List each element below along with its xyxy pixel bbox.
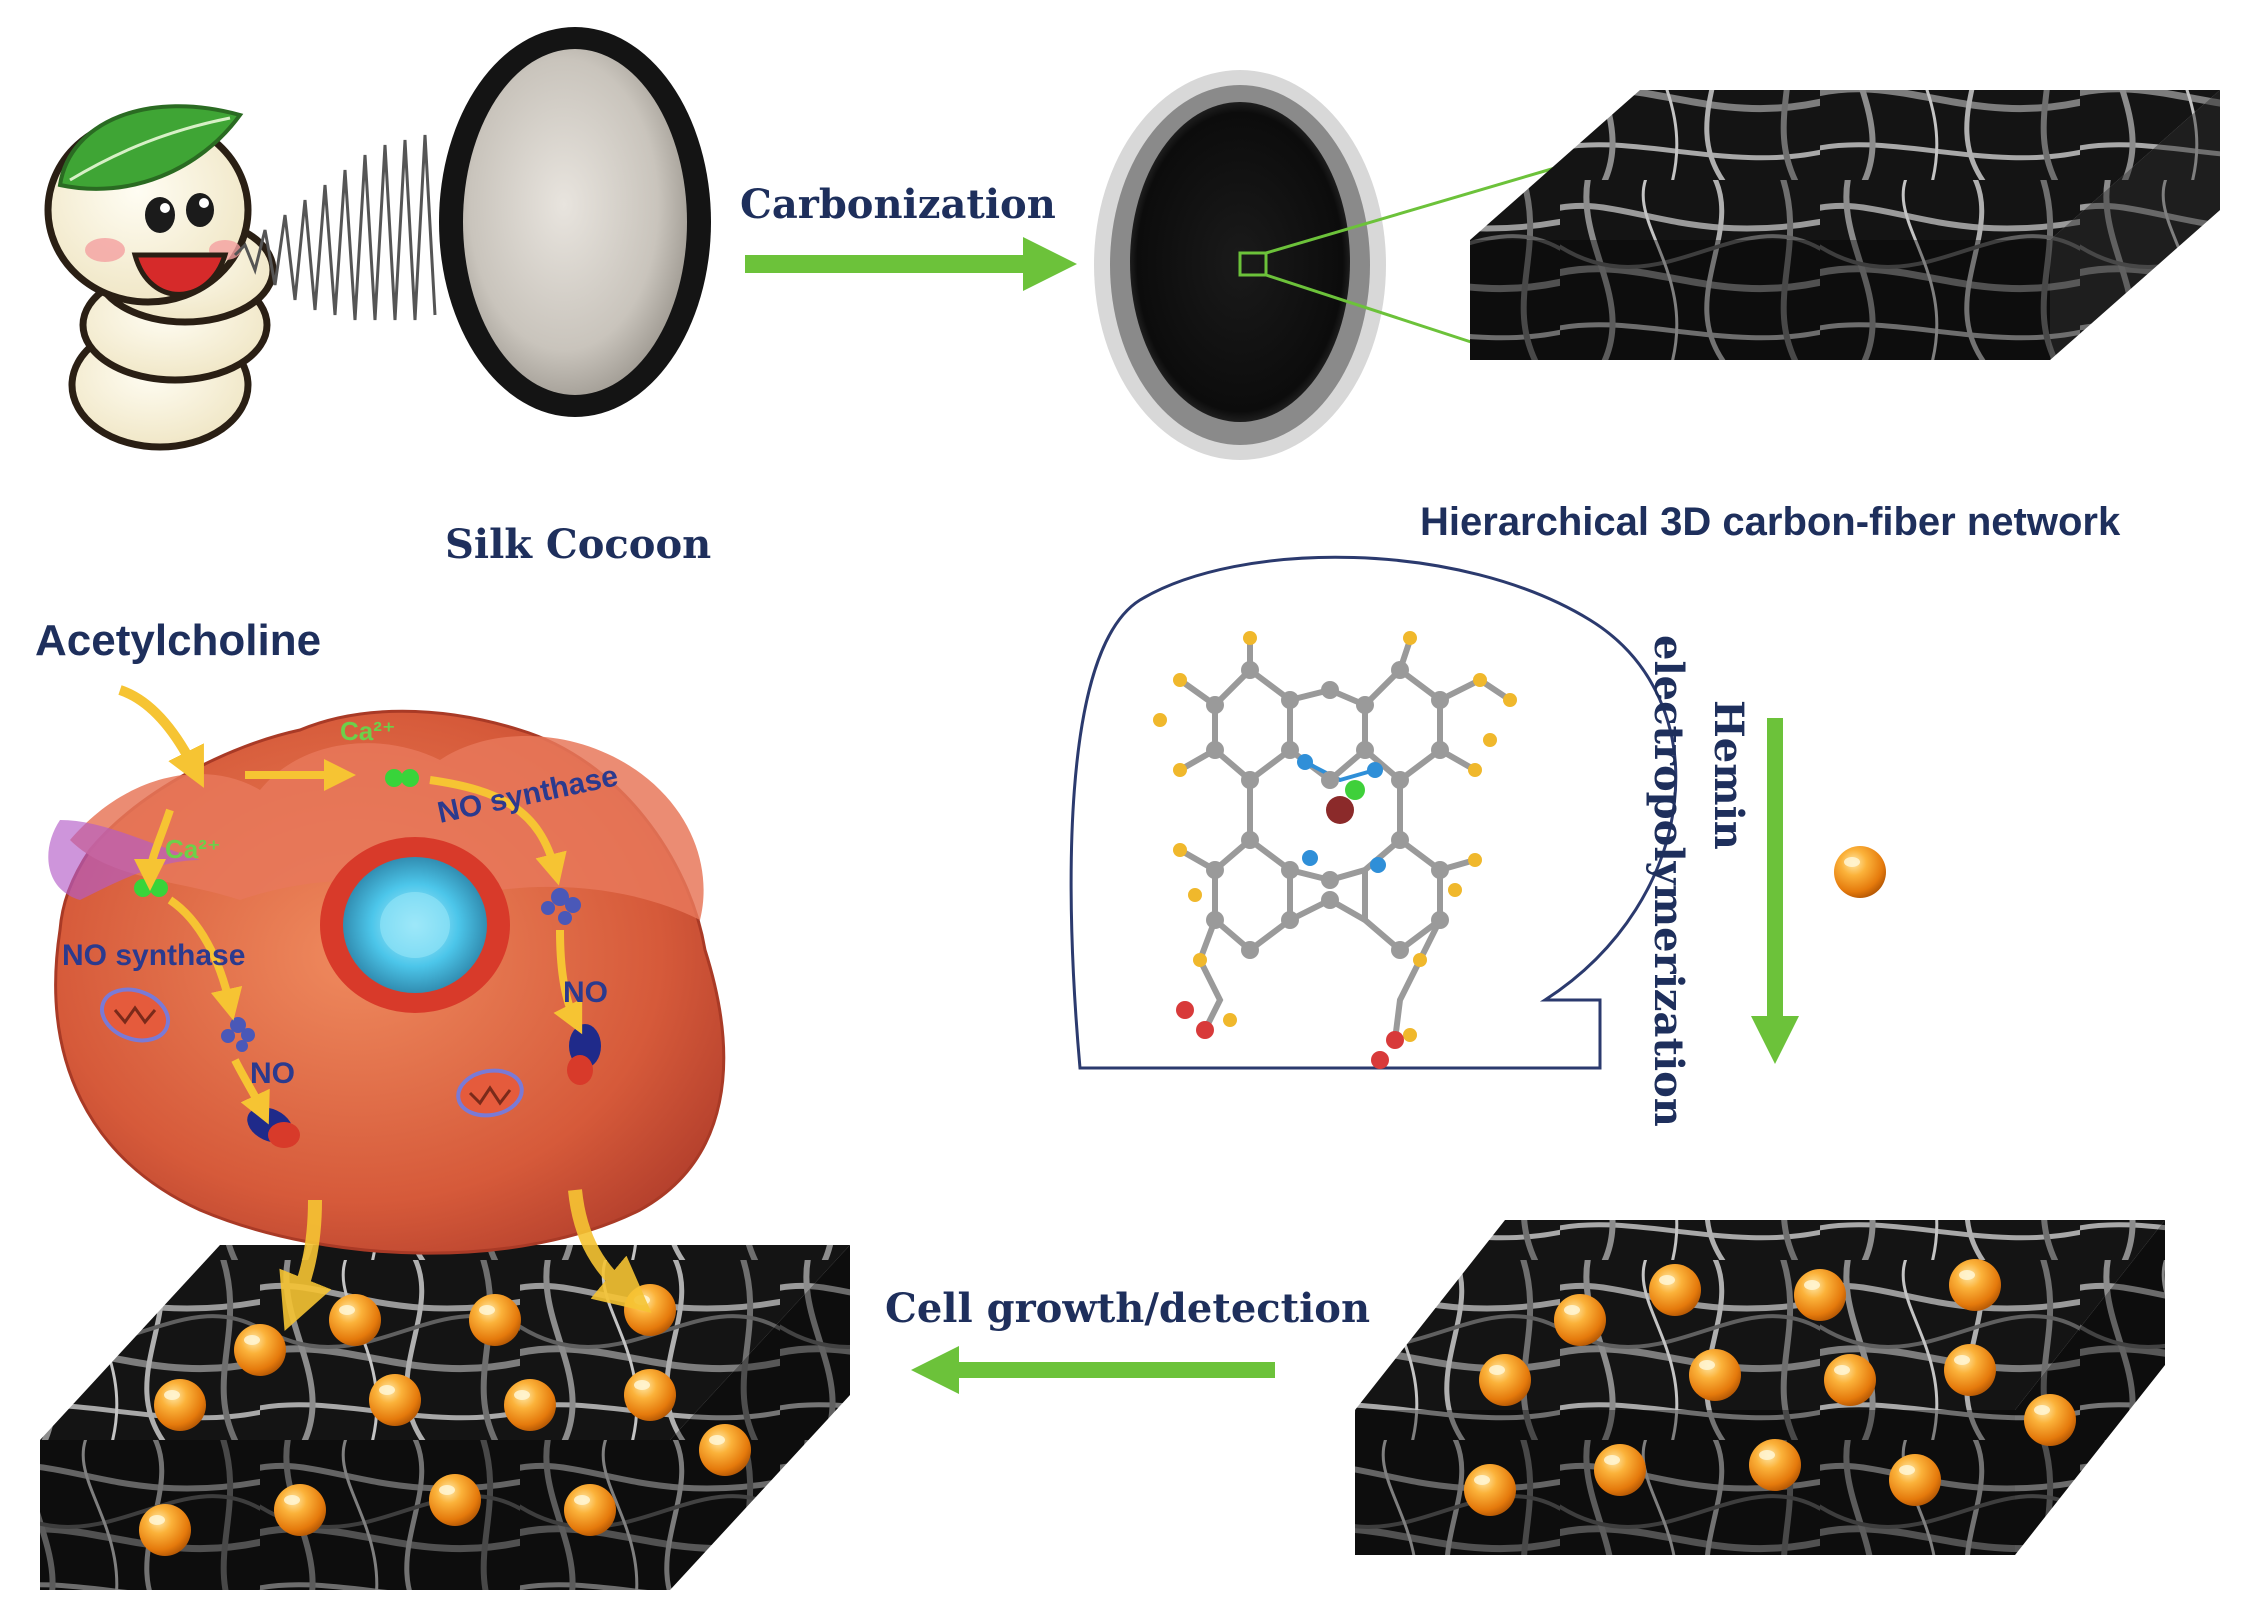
- carbonization-label: Carbonization: [740, 181, 1056, 228]
- hemin-molecule-bubble: [1069, 555, 1678, 1070]
- ca-top-label: Ca²⁺: [340, 716, 396, 746]
- carbon-fiber-block-cell: [40, 1245, 850, 1590]
- zoom-line-top: [1265, 166, 1556, 255]
- network-label: Hierarchical 3D carbon-fiber network: [1420, 500, 2121, 544]
- hemin-sphere-icon: [1834, 846, 1886, 898]
- hemin-atoms: [1153, 631, 1517, 1069]
- acetylcholine-label: Acetylcholine: [35, 616, 321, 665]
- carbonized-cocoon-icon: [1094, 70, 1386, 460]
- carbon-fiber-block-hemin: [1355, 1220, 2165, 1555]
- silk-cocoon-label: Silk Cocoon: [445, 521, 711, 568]
- cell-growth-label: Cell growth/detection: [885, 1285, 1370, 1332]
- carbon-fiber-block-top: [1470, 90, 2220, 360]
- cell-illustration: [48, 685, 726, 1331]
- silk-cocoon-icon: [439, 27, 711, 417]
- no-left-label: NO: [250, 1057, 295, 1090]
- electropolymerization-label: electropolymerization: [1645, 635, 1692, 1127]
- no-right-label: NO: [563, 976, 608, 1009]
- no-synthase-left-label: NO synthase: [62, 939, 245, 972]
- silk-thread: [233, 134, 437, 321]
- silkworm-mascot-icon: [44, 104, 277, 451]
- hemin-label: Hemin: [1705, 700, 1752, 850]
- ca-left-label: Ca²⁺: [165, 834, 221, 864]
